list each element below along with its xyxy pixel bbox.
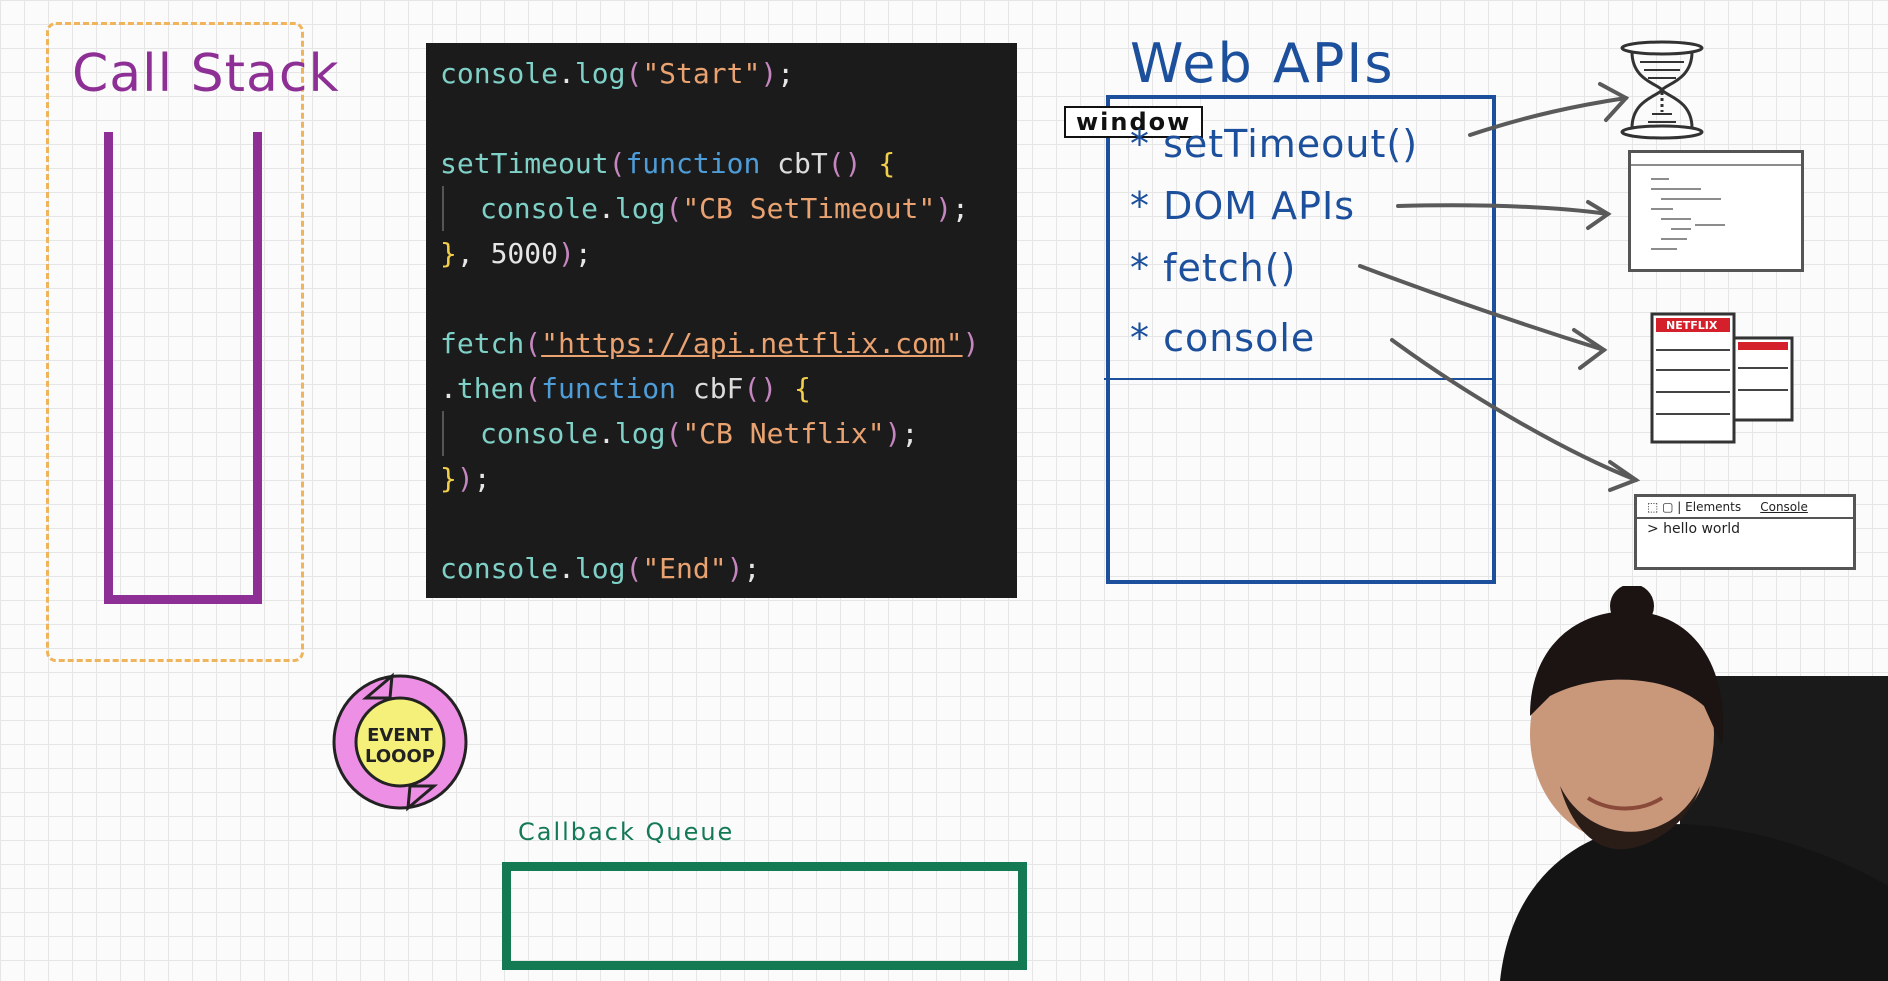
code-token: . — [440, 372, 457, 405]
code-token: ) — [726, 552, 744, 585]
html-document-icon — [1628, 150, 1804, 272]
code-token: ; — [574, 237, 592, 270]
call-stack-container — [104, 132, 262, 604]
code-token: ) — [935, 192, 953, 225]
code-line: }); — [440, 456, 1003, 501]
code-token: ( — [608, 147, 626, 180]
presenter-webcam — [1500, 586, 1888, 981]
code-token: ; — [473, 462, 491, 495]
event-loop-icon — [332, 672, 468, 812]
code-token: ( — [665, 417, 683, 450]
code-line: .then(function cbF() { — [440, 366, 1003, 411]
code-token: ( — [625, 57, 643, 90]
devtools-inspect-icon: ⬚ ▢ | — [1647, 500, 1686, 514]
code-token: "https://api.netflix.com" — [541, 327, 963, 360]
api-item-console: * console — [1130, 316, 1316, 360]
code-token: } — [440, 462, 457, 495]
code-token: , — [456, 237, 491, 270]
code-token: log — [574, 57, 626, 90]
devtools-tab-elements: Elements — [1685, 500, 1742, 514]
code-token: ( — [524, 372, 542, 405]
html-code-scribble — [1631, 164, 1801, 250]
arrow-fetch-to-netflix — [1358, 264, 1606, 352]
code-token: ; — [901, 417, 919, 450]
code-token: () — [827, 147, 879, 180]
arrow-dom-to-document — [1396, 203, 1610, 216]
code-token: cbT — [777, 147, 828, 180]
code-token: 5000 — [490, 237, 559, 270]
code-token: ; — [743, 552, 761, 585]
web-apis-title: Web APIs — [1130, 32, 1395, 95]
netflix-logo-text: NETFLIX — [1666, 319, 1718, 332]
event-loop-label-line2: LOOOP — [365, 746, 435, 767]
code-line: }, 5000); — [440, 231, 1003, 276]
code-token: then — [456, 372, 525, 405]
code-token: cbF — [692, 372, 744, 405]
window-label: window — [1064, 106, 1204, 138]
api-item-settimeout: * setTimeout() — [1130, 122, 1419, 166]
code-token: log — [614, 192, 666, 225]
call-stack-title: Call Stack — [72, 44, 340, 104]
code-token: . — [598, 192, 615, 225]
code-token: { — [794, 372, 811, 405]
callback-queue-title: Callback Queue — [518, 818, 735, 846]
api-item-fetch: * fetch() — [1130, 246, 1297, 290]
netflix-app-icon: NETFLIX — [1650, 312, 1794, 444]
hourglass-icon — [1620, 40, 1704, 140]
code-line: console.log("CB Netflix"); — [442, 411, 1003, 456]
code-token: console — [440, 552, 559, 585]
event-loop-label-line1: EVENT — [367, 725, 433, 746]
code-token: "Start" — [642, 57, 761, 90]
code-line: console.log("CB SetTimeout"); — [442, 186, 1003, 231]
code-token: console — [440, 57, 559, 90]
code-token: ) — [456, 462, 474, 495]
code-token: ; — [777, 57, 795, 90]
code-token: "End" — [642, 552, 727, 585]
code-line: console.log("End"); — [440, 546, 1003, 591]
call-stack-dashed-zone — [46, 22, 304, 662]
code-token: ( — [524, 327, 542, 360]
code-token: ; — [952, 192, 969, 225]
code-token: ( — [625, 552, 643, 585]
code-token: ) — [558, 237, 575, 270]
devtools-tab-console: Console — [1760, 500, 1808, 514]
code-token: "CB SetTimeout" — [682, 192, 936, 225]
code-token: log — [614, 417, 666, 450]
code-token: fetch — [440, 327, 525, 360]
code-token: . — [598, 417, 615, 450]
code-token: setTimeout — [440, 147, 609, 180]
code-token: . — [558, 57, 575, 90]
window-divider — [1104, 378, 1496, 380]
code-line: setTimeout(function cbT() { — [440, 141, 1003, 186]
code-token: function — [625, 147, 761, 180]
code-token: () — [743, 372, 795, 405]
code-token: console — [480, 192, 599, 225]
code-token: "CB Netflix" — [682, 417, 885, 450]
code-line: console.log("Start"); — [440, 51, 1003, 96]
code-token: ) — [884, 417, 902, 450]
code-panel: console.log("Start");setTimeout(function… — [426, 43, 1017, 598]
code-token: ) — [760, 57, 778, 90]
code-token: log — [574, 552, 626, 585]
code-line: fetch("https://api.netflix.com") — [440, 321, 1003, 366]
code-token: ) — [962, 327, 980, 360]
code-token: function — [541, 372, 677, 405]
arrow-console-to-devtools — [1390, 338, 1638, 482]
api-item-dom-apis: * DOM APIs — [1130, 184, 1356, 228]
code-token: { — [878, 147, 896, 180]
code-token: . — [558, 552, 575, 585]
code-token: ( — [665, 192, 683, 225]
devtools-tabs: ⬚ ▢ | Elements Console — [1637, 497, 1853, 519]
devtools-console-output: > hello world — [1647, 521, 1741, 537]
code-token: } — [440, 237, 457, 270]
arrow-settimeout-to-hourglass — [1468, 96, 1628, 137]
callback-queue-box — [502, 862, 1027, 970]
devtools-console-icon: ⬚ ▢ | Elements Console > hello world — [1634, 494, 1856, 570]
code-token: console — [480, 417, 599, 450]
event-loop-label: EVENT LOOOP — [352, 725, 448, 767]
web-apis-box — [1106, 95, 1496, 584]
